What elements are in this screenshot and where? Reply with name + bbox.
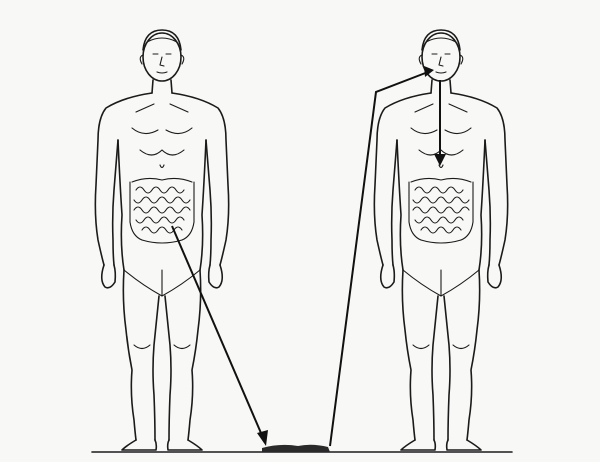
arrow-soil-to-mouth bbox=[330, 66, 434, 446]
arrow-intestine-to-soil bbox=[172, 226, 268, 446]
soil-patch bbox=[262, 445, 330, 452]
figure-left bbox=[95, 30, 228, 450]
